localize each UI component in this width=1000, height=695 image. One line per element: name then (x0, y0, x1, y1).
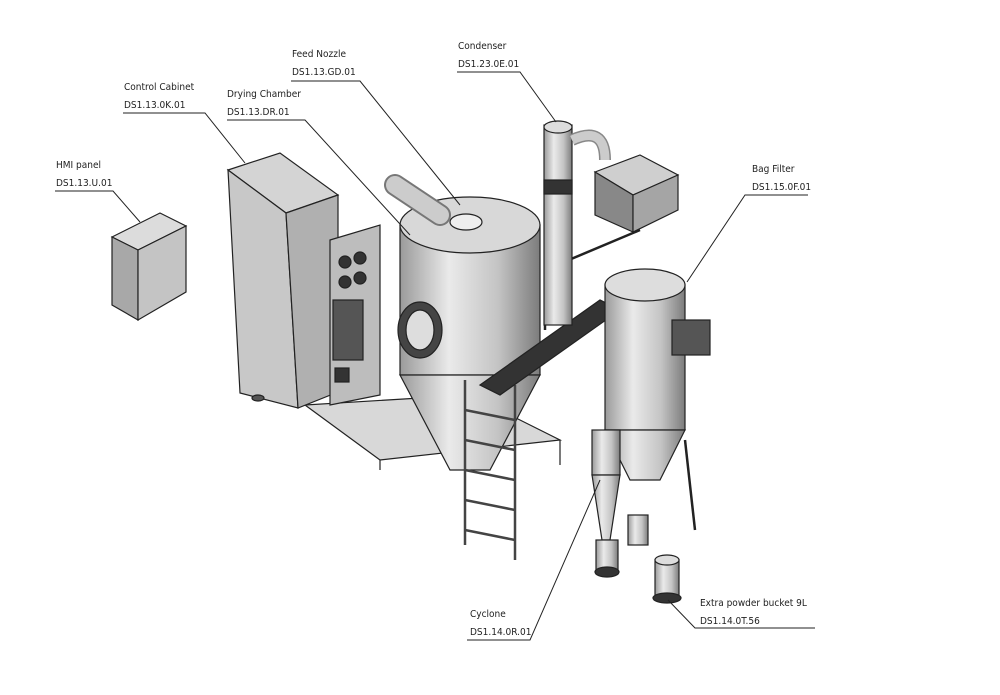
hmi-panel-box (110, 212, 188, 322)
callout-control-cabinet: Control Cabinet DS1.13.0K.01 (124, 79, 194, 115)
condenser-column (543, 120, 611, 326)
powder-bucket (627, 514, 682, 604)
gauge-panel (329, 224, 381, 406)
callout-name: HMI panel (56, 160, 102, 171)
cyclone (591, 429, 621, 578)
callout-cyclone: Cyclone DS1.14.0R.01 (470, 606, 531, 642)
callout-code: DS1.14.0T.56 (700, 616, 760, 627)
bag-filter (604, 268, 711, 531)
callout-code: DS1.15.0F.01 (752, 182, 812, 193)
leader-lines (55, 71, 815, 641)
callout-name: Cyclone (470, 609, 506, 620)
control-cabinet-box (226, 152, 340, 409)
callout-feed-nozzle: Feed Nozzle DS1.13.GD.01 (292, 46, 356, 82)
callout-code: DS1.13.0K.01 (124, 100, 186, 111)
callout-name: Extra powder bucket 9L (700, 598, 807, 609)
callout-name: Control Cabinet (124, 82, 195, 93)
callout-drying-chamber: Drying Chamber DS1.13.DR.01 (227, 86, 301, 122)
callout-code: DS1.13.GD.01 (292, 67, 356, 78)
callout-name: Condenser (458, 41, 507, 52)
callout-code: DS1.23.0E.01 (458, 59, 520, 70)
callout-name: Drying Chamber (227, 89, 301, 100)
callout-powder-bucket: Extra powder bucket 9L DS1.14.0T.56 (700, 595, 807, 631)
drying-chamber (384, 174, 541, 471)
callout-name: Feed Nozzle (292, 49, 346, 60)
callout-code: DS1.13.U.01 (56, 178, 113, 189)
callout-code: DS1.13.DR.01 (227, 107, 290, 118)
callout-code: DS1.14.0R.01 (470, 627, 532, 638)
callout-hmi-panel: HMI panel DS1.13.U.01 (56, 157, 112, 193)
callout-bag-filter: Bag Filter DS1.15.0F.01 (752, 161, 811, 197)
callout-condenser: Condenser DS1.23.0E.01 (458, 38, 519, 74)
fan-box (593, 154, 680, 233)
callout-name: Bag Filter (752, 164, 795, 175)
ladder (463, 380, 517, 560)
